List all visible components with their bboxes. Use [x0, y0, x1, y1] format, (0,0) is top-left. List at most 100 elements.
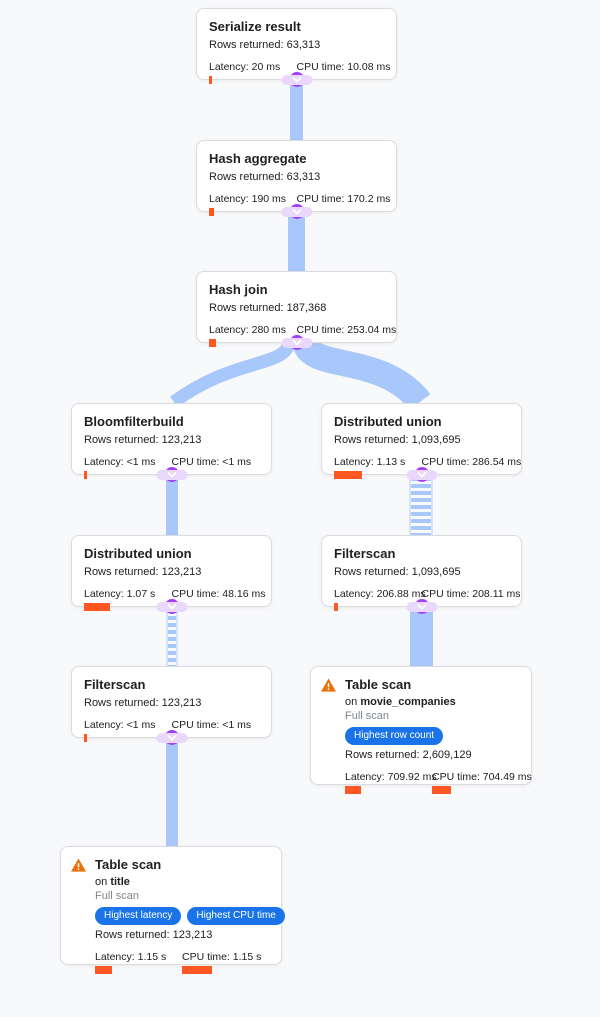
- rows-returned: Rows returned: 63,313: [209, 39, 321, 51]
- edge-serialize-hashaggregate: [290, 79, 303, 141]
- cpu-time-label: CPU time: <1 ms: [171, 456, 252, 468]
- latency-bar: [95, 966, 112, 974]
- chevron-down-icon: [167, 603, 176, 610]
- cpu-time-label: CPU time: 170.2 ms: [296, 193, 391, 205]
- collapse-chevron-button[interactable]: [281, 335, 312, 350]
- latency-label: Latency: 1.15 s: [95, 951, 167, 963]
- node-title: Distributed union: [334, 414, 442, 429]
- node-filterscan-left[interactable]: Filterscan Rows returned: 123,213 Latenc…: [71, 666, 272, 745]
- node-table-scan-title[interactable]: Table scan on title Full scan Highest la…: [60, 846, 285, 974]
- cpu-time-bar: [432, 786, 451, 794]
- rows-returned: Rows returned: 123,213: [95, 929, 213, 941]
- scan-type: Full scan: [95, 890, 140, 902]
- chevron-down-icon: [167, 734, 176, 741]
- latency-bar: [334, 603, 338, 611]
- chevron-down-icon: [292, 208, 301, 215]
- rows-returned: Rows returned: 2,609,129: [345, 749, 472, 761]
- on-word: on: [95, 876, 108, 888]
- rows-returned: Rows returned: 123,213: [84, 697, 202, 709]
- scan-target: on movie_companies: [345, 696, 519, 708]
- rows-returned: Rows returned: 187,368: [209, 302, 327, 314]
- node-title: Hash aggregate: [209, 151, 307, 166]
- collapse-chevron-button[interactable]: [406, 467, 437, 482]
- rows-returned: Rows returned: 123,213: [84, 434, 202, 446]
- chevron-down-icon: [417, 471, 426, 478]
- latency-label: Latency: 1.07 s: [84, 588, 156, 600]
- latency-bar: [84, 471, 87, 479]
- cpu-time-bar: [182, 966, 212, 974]
- cpu-time-label: CPU time: 253.04 ms: [296, 324, 397, 336]
- node-bloomfilterbuild[interactable]: Bloomfilterbuild Rows returned: 123,213 …: [71, 403, 272, 482]
- chevron-down-icon: [292, 76, 301, 83]
- edge-hashjoin-distributedunion: [292, 337, 431, 411]
- latency-label: Latency: 709.92 ms: [345, 771, 437, 783]
- chevron-down-icon: [417, 603, 426, 610]
- latency-label: Latency: <1 ms: [84, 456, 156, 468]
- edge-hashaggregate-hashjoin: [288, 211, 305, 272]
- collapse-chevron-button[interactable]: [281, 72, 312, 87]
- latency-bar: [84, 603, 110, 611]
- rows-returned: Rows returned: 1,093,695: [334, 566, 461, 578]
- cpu-time-label: CPU time: <1 ms: [171, 719, 252, 731]
- cpu-time-label: CPU time: 1.15 s: [182, 951, 262, 963]
- node-title: Distributed union: [84, 546, 192, 561]
- latency-bar: [334, 471, 362, 479]
- on-word: on: [345, 696, 358, 708]
- cpu-time-label: CPU time: 286.54 ms: [421, 456, 522, 468]
- scan-type: Full scan: [345, 710, 390, 722]
- edge-distributedunion-filterscan-left: [166, 609, 178, 666]
- table-name: title: [110, 876, 130, 888]
- node-title: Table scan: [345, 677, 412, 692]
- node-serialize-result[interactable]: Serialize result Rows returned: 63,313 L…: [196, 8, 397, 87]
- edge-distributedunion-filterscan-right: [409, 477, 433, 535]
- edge-hashjoin-bloomfilterbuild: [170, 339, 296, 408]
- node-distributed-union-left[interactable]: Distributed union Rows returned: 123,213…: [71, 535, 272, 614]
- highest-cpu-time-badge: Highest CPU time: [187, 907, 285, 925]
- highest-latency-badge: Highest latency: [95, 907, 182, 925]
- warning-icon: [71, 858, 86, 872]
- rows-returned: Rows returned: 1,093,695: [334, 434, 461, 446]
- latency-label: Latency: 190 ms: [209, 193, 287, 205]
- edge-bloomfilterbuild-distributedunion: [166, 474, 178, 536]
- chevron-down-icon: [292, 339, 301, 346]
- edge-filterscan-tablescan-right: [410, 606, 433, 667]
- collapse-chevron-button[interactable]: [406, 599, 437, 614]
- node-filterscan-right[interactable]: Filterscan Rows returned: 1,093,695 Late…: [321, 535, 522, 614]
- node-hash-aggregate[interactable]: Hash aggregate Rows returned: 63,313 Lat…: [196, 140, 397, 219]
- cpu-time-label: CPU time: 704.49 ms: [432, 771, 532, 783]
- latency-label: Latency: <1 ms: [84, 719, 156, 731]
- latency-label: Latency: 20 ms: [209, 61, 281, 73]
- chevron-down-icon: [167, 471, 176, 478]
- latency-bar: [209, 208, 214, 216]
- latency-label: Latency: 280 ms: [209, 324, 287, 336]
- collapse-chevron-button[interactable]: [156, 730, 187, 745]
- node-title: Hash join: [209, 282, 268, 297]
- node-hash-join[interactable]: Hash join Rows returned: 187,368 Latency…: [196, 271, 397, 350]
- rows-returned: Rows returned: 63,313: [209, 171, 321, 183]
- latency-bar: [84, 734, 87, 742]
- collapse-chevron-button[interactable]: [156, 467, 187, 482]
- collapse-chevron-button[interactable]: [281, 204, 312, 219]
- latency-bar: [209, 76, 212, 84]
- node-title: Filterscan: [334, 546, 396, 561]
- cpu-time-label: CPU time: 208.11 ms: [421, 588, 521, 600]
- edge-filterscan-tablescan-left: [166, 737, 178, 847]
- latency-label: Latency: 206.88 ms: [334, 588, 426, 600]
- node-table-scan-movie-companies[interactable]: Table scan on movie_companies Full scan …: [310, 666, 532, 794]
- node-title: Filterscan: [84, 677, 146, 692]
- collapse-chevron-button[interactable]: [156, 599, 187, 614]
- warning-icon: [321, 678, 336, 692]
- latency-bar: [345, 786, 361, 794]
- highest-row-count-badge: Highest row count: [345, 727, 444, 745]
- node-title: Bloomfilterbuild: [84, 414, 184, 429]
- node-title: Serialize result: [209, 19, 301, 34]
- table-name: movie_companies: [360, 696, 456, 708]
- node-distributed-union-right[interactable]: Distributed union Rows returned: 1,093,6…: [321, 403, 522, 482]
- scan-target: on title: [95, 876, 269, 888]
- latency-bar: [209, 339, 216, 347]
- node-title: Table scan: [95, 857, 162, 872]
- rows-returned: Rows returned: 123,213: [84, 566, 202, 578]
- cpu-time-label: CPU time: 48.16 ms: [171, 588, 266, 600]
